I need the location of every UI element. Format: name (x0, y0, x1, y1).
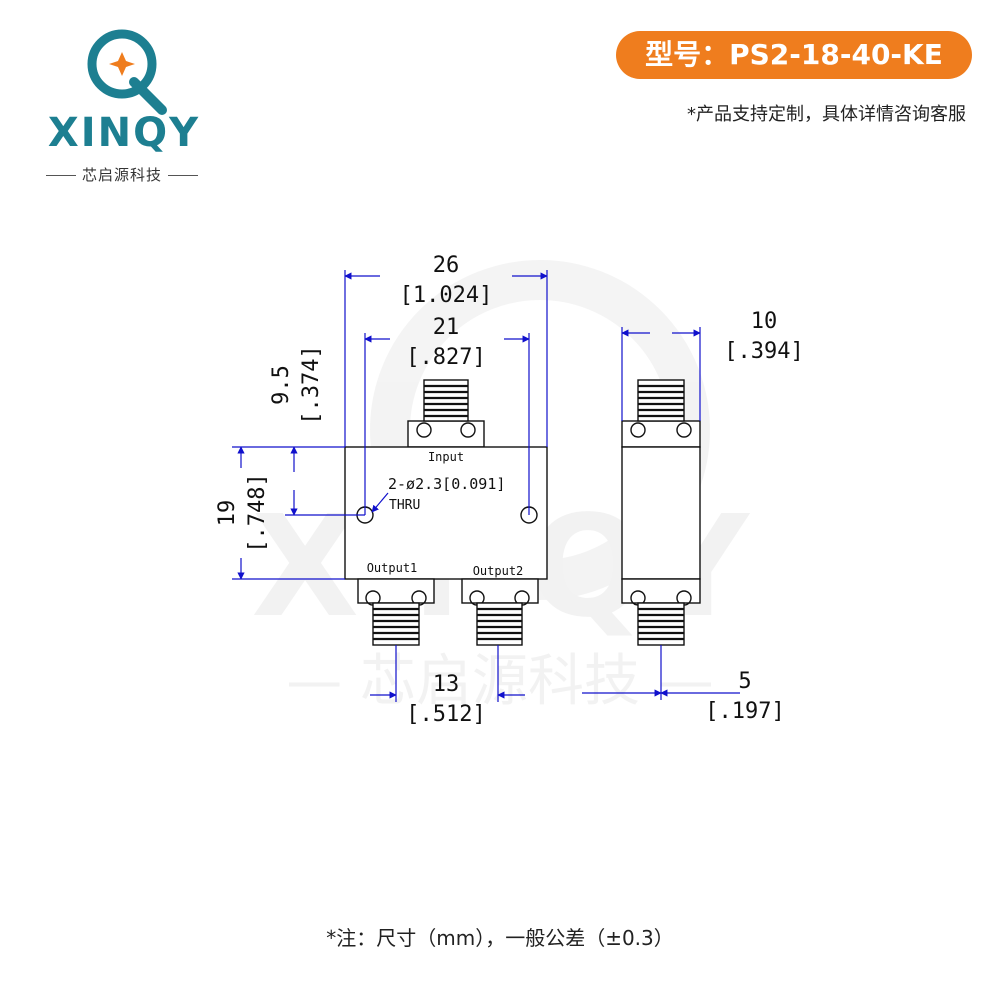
dim-width-total-mm: 26 (433, 253, 460, 278)
star-icon (109, 52, 135, 76)
hole-note: 2-ø2.3[0.091] (388, 475, 505, 493)
dim-hole-offset-mm: 9.5 (269, 365, 294, 405)
brand-logo: XINQY 芯启源科技 (22, 18, 222, 184)
tolerance-note: *注：尺寸（mm），一般公差（±0.3） (326, 926, 674, 950)
input-connector (407, 379, 485, 448)
dim-hole-spacing-mm: 21 (433, 315, 460, 340)
output2-connector (461, 578, 539, 646)
dim-body-height-inch: [.748] (245, 473, 270, 552)
dim-side-width-inch: [.394] (724, 339, 803, 364)
dim-output-spacing-inch: [.512] (406, 702, 485, 727)
dim-side-offset-mm: 5 (738, 669, 751, 694)
custom-note: *产品支持定制，具体详情咨询客服 (687, 104, 966, 125)
dim-width-total-inch: [1.024] (400, 283, 493, 308)
dim-body-height-mm: 19 (215, 500, 240, 527)
port-output2-label: Output2 (473, 564, 524, 578)
dim-hole-spacing-inch: [.827] (406, 345, 485, 370)
thru-label: THRU (389, 498, 420, 513)
dim-hole-offset-inch: [.374] (299, 345, 324, 424)
dimension-lines (232, 270, 740, 702)
brand-subtitle: 芯启源科技 (22, 164, 222, 185)
side-view (621, 379, 701, 646)
brand-name: XINQY (47, 110, 201, 156)
front-view (344, 379, 548, 646)
dim-side-width-mm: 10 (751, 309, 778, 334)
output1-connector (357, 578, 435, 646)
logo-q-mark (87, 29, 167, 115)
dim-side-offset-inch: [.197] (705, 699, 784, 724)
splitter-body (344, 446, 548, 580)
watermark-subtitle: — 芯启源科技 — (286, 649, 714, 714)
side-body (621, 446, 701, 580)
model-badge: 型号：PS2-18-40-KE (616, 31, 972, 79)
dim-output-spacing-mm: 13 (433, 672, 460, 697)
port-output1-label: Output1 (367, 561, 418, 575)
port-input-label: Input (428, 450, 464, 464)
